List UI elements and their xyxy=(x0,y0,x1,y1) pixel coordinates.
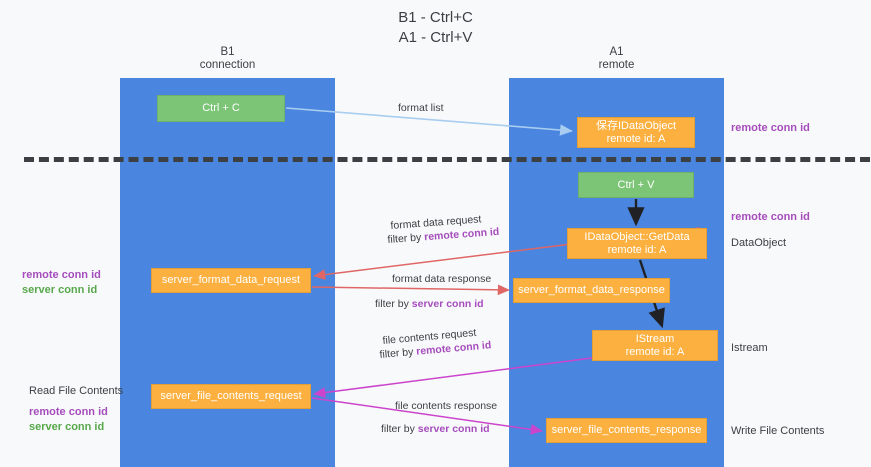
column-header-b1-role: connection xyxy=(199,59,256,71)
column-header-a1-role: remote xyxy=(598,59,635,71)
column-header-a1-name: A1 xyxy=(609,46,624,58)
node-getdata-title: IDataObject::GetData xyxy=(584,230,690,243)
node-save-dataobject-title: 保存IDataObject xyxy=(595,119,677,132)
annotation-left-bottom-group: Read File Contents remote conn id server… xyxy=(29,384,123,435)
node-server-format-data-request-label: server_format_data_request xyxy=(161,274,301,286)
edge-label-file-contents-response-text: file contents response xyxy=(395,400,498,412)
annotation-write-file-contents: Write File Contents xyxy=(731,424,824,439)
filter-prefix: filter by xyxy=(375,298,412,310)
title-line-2: A1 - Ctrl+V xyxy=(398,29,473,46)
node-server-file-contents-request-label: server_file_contents_request xyxy=(160,390,302,402)
annotation-remote-conn-id-top: remote conn id xyxy=(731,121,810,136)
annotation-left-mid-server-conn-id: server conn id xyxy=(22,284,98,296)
edge-label-format-list: format list xyxy=(398,101,444,115)
annotation-dataobject-text: DataObject xyxy=(731,237,787,249)
annotation-remote-conn-id-top-text: remote conn id xyxy=(731,122,810,134)
filter-key-remote-conn-id: remote conn id xyxy=(423,225,500,244)
edge-label-format-data-response-filter: filter by server conn id xyxy=(375,297,484,311)
section-divider xyxy=(24,157,870,162)
edge-label-file-contents-response: file contents response xyxy=(395,399,497,413)
edge-label-file-contents-response-filter: filter by server conn id xyxy=(381,422,490,436)
edge-label-format-list-text: format list xyxy=(398,102,444,114)
column-header-b1-name: B1 xyxy=(220,46,235,58)
node-save-dataobject[interactable]: 保存IDataObject remote id: A xyxy=(577,117,695,148)
annotation-left-bottom-remote-conn-id: remote conn id xyxy=(29,406,108,418)
node-istream-subtitle: remote id: A xyxy=(625,345,685,358)
arrow-format-data-response xyxy=(311,284,510,296)
node-istream-title: IStream xyxy=(635,332,675,345)
node-server-format-data-response[interactable]: server_format_data_response xyxy=(513,278,670,303)
node-idataobject-getdata[interactable]: IDataObject::GetData remote id: A xyxy=(567,228,707,259)
filter-prefix: filter by xyxy=(381,423,418,435)
node-istream[interactable]: IStream remote id: A xyxy=(592,330,718,361)
annotation-left-bottom-server-conn-id: server conn id xyxy=(29,421,105,433)
filter-key-server-conn-id: server conn id xyxy=(417,423,490,435)
node-ctrl-v[interactable]: Ctrl + V xyxy=(578,172,694,198)
annotation-istream: Istream xyxy=(731,341,768,356)
edge-label-format-data-response: format data response xyxy=(392,272,491,286)
page-title: B1 - Ctrl+C A1 - Ctrl+V xyxy=(0,8,871,48)
filter-prefix: filter by xyxy=(379,345,417,361)
annotation-write-file-contents-text: Write File Contents xyxy=(731,425,825,437)
node-server-file-contents-request[interactable]: server_file_contents_request xyxy=(151,384,311,409)
annotation-dataobject: DataObject xyxy=(731,236,786,251)
annotation-read-file-contents: Read File Contents xyxy=(29,385,124,397)
annotation-left-mid-remote-conn-id: remote conn id xyxy=(22,269,101,281)
node-ctrl-v-label: Ctrl + V xyxy=(617,178,655,191)
title-line-1: B1 - Ctrl+C xyxy=(398,9,473,26)
annotation-remote-conn-id-mid-text: remote conn id xyxy=(731,211,810,223)
node-server-file-contents-response[interactable]: server_file_contents_response xyxy=(546,418,707,443)
annotation-remote-conn-id-mid: remote conn id xyxy=(731,210,810,225)
node-save-dataobject-subtitle: remote id: A xyxy=(606,132,666,145)
node-server-file-contents-response-label: server_file_contents_response xyxy=(551,424,702,436)
node-server-format-data-response-label: server_format_data_response xyxy=(518,284,665,296)
node-getdata-subtitle: remote id: A xyxy=(607,243,667,256)
annotation-istream-text: Istream xyxy=(731,342,768,354)
node-ctrl-c[interactable]: Ctrl + C xyxy=(157,95,285,122)
filter-prefix: filter by xyxy=(387,231,425,246)
column-header-a1: A1 remote xyxy=(509,46,724,72)
node-ctrl-c-label: Ctrl + C xyxy=(202,102,240,114)
column-header-b1: B1 connection xyxy=(120,46,335,72)
filter-key-server-conn-id: server conn id xyxy=(411,298,484,310)
annotation-left-mid-conn-ids: remote conn id server conn id xyxy=(22,268,101,298)
node-server-format-data-request[interactable]: server_format_data_request xyxy=(151,268,311,293)
edge-label-format-data-response-text: format data response xyxy=(392,273,492,285)
